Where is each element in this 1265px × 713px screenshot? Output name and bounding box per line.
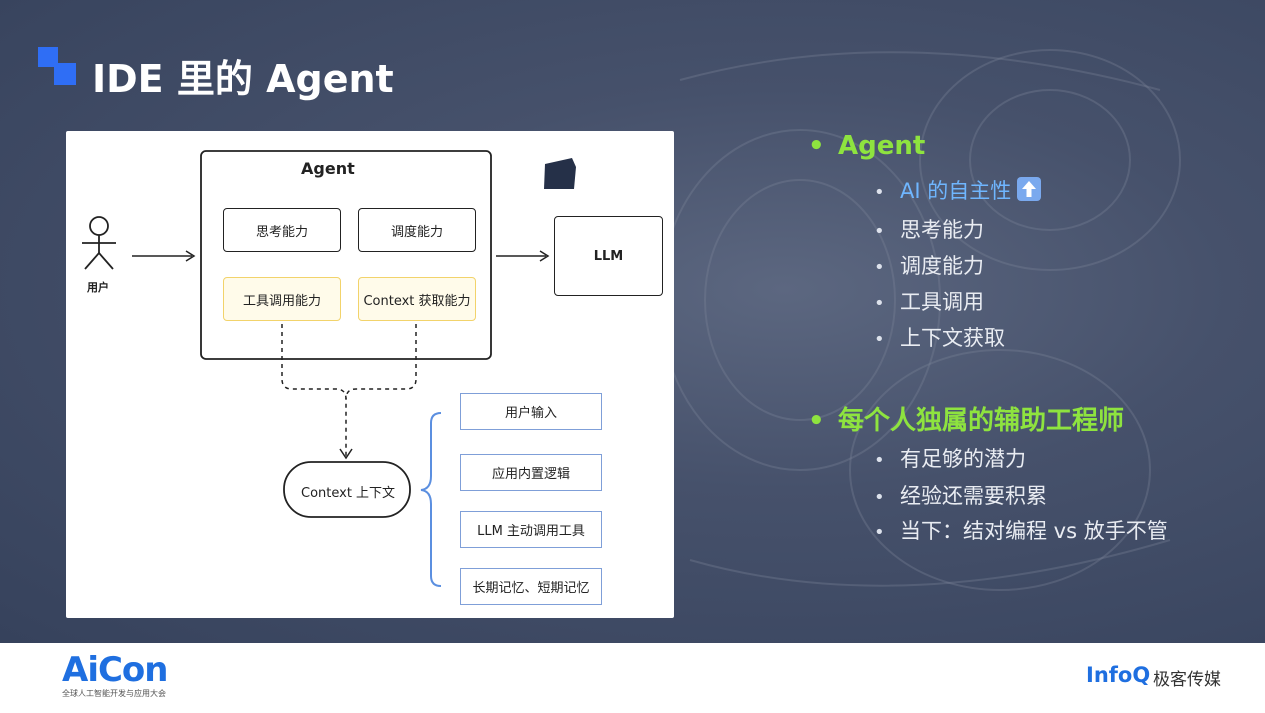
tool-call-ability-box: 工具调用能力 [223, 277, 341, 321]
context-ability-box: Context 获取能力 [358, 277, 476, 321]
title-accent-square [54, 63, 76, 85]
think-ability-box: 思考能力 [223, 208, 341, 252]
slide: IDE 里的 Agent [0, 0, 1265, 643]
page-title: IDE 里的 Agent [92, 57, 394, 101]
source-builtin-logic: 应用内置逻辑 [460, 454, 602, 491]
bullet-section-engineer: •每个人独属的辅助工程师 [808, 406, 1125, 436]
source-llm-tool-call: LLM 主动调用工具 [460, 511, 602, 548]
bullet-item: •上下文获取 [874, 326, 1005, 350]
agent-title: Agent [301, 159, 355, 178]
bullet-section-agent: •Agent [808, 131, 926, 161]
diagram-connectors [82, 150, 576, 587]
aicon-subtitle: 全球人工智能开发与应用大会 [62, 689, 166, 698]
up-arrow-icon [1017, 177, 1042, 201]
title-accent-square [38, 47, 58, 67]
source-memory: 长期记忆、短期记忆 [460, 568, 602, 605]
user-icon [82, 216, 116, 270]
bullet-item: •思考能力 [874, 218, 984, 242]
aicon-logo: AiCon [62, 650, 168, 690]
bullet-item: •调度能力 [874, 254, 984, 278]
diagram-panel: Agent 思考能力 调度能力 工具调用能力 Context 获取能力 用户 L… [66, 131, 674, 618]
bullet-item: •AI 的自主性 [874, 175, 1042, 205]
bullet-item: •工具调用 [874, 290, 984, 314]
bullet-item: •有足够的潜力 [874, 447, 1026, 471]
geek-media-label: 极客传媒 [1153, 670, 1221, 690]
infoq-logo: InfoQ [1086, 663, 1151, 687]
dispatch-ability-box: 调度能力 [358, 208, 476, 252]
footer-bar [0, 643, 1265, 713]
context-node: Context 上下文 [301, 486, 396, 501]
source-user-input: 用户输入 [460, 393, 602, 430]
bullet-item: •经验还需要积累 [874, 484, 1047, 508]
bullet-item: •当下：结对编程 vs 放手不管 [874, 519, 1168, 543]
llm-box: LLM [554, 216, 663, 296]
user-label: 用户 [87, 281, 109, 294]
